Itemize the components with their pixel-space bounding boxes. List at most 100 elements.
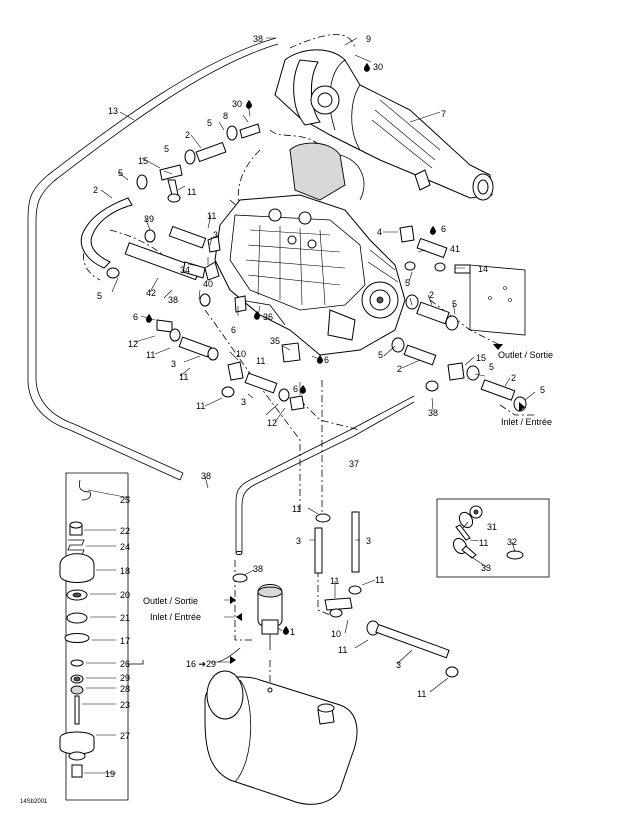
callout: 42 bbox=[146, 288, 156, 298]
drop-icons bbox=[145, 63, 436, 635]
drop-icon bbox=[282, 626, 289, 635]
callout: 11 bbox=[479, 538, 488, 548]
callout: 2 bbox=[397, 364, 402, 374]
callout: 40 bbox=[203, 279, 213, 289]
callout: 41 bbox=[450, 244, 460, 254]
callout: 17 bbox=[120, 636, 130, 646]
callout: 5 bbox=[118, 168, 123, 178]
callout: 13 bbox=[108, 106, 118, 116]
callout: 11 bbox=[146, 350, 155, 360]
callout: 39 bbox=[144, 214, 154, 224]
callout: 11 bbox=[292, 504, 301, 514]
callout: 28 bbox=[120, 684, 130, 694]
drop-icon bbox=[316, 355, 323, 364]
callout: 32 bbox=[507, 537, 517, 547]
callout: 29 bbox=[120, 673, 130, 683]
callout: 34 bbox=[180, 265, 190, 275]
callout: 5 bbox=[97, 291, 102, 301]
callout: 38 bbox=[168, 295, 178, 305]
direction-arrows bbox=[217, 344, 525, 664]
drawing-code: 14Sb2001 bbox=[20, 799, 48, 805]
callout: 10 bbox=[331, 629, 341, 639]
lower-pipes bbox=[314, 511, 459, 678]
outlet-label-left: Outlet / Sortie bbox=[143, 596, 198, 606]
exhaust-muffler-7 bbox=[274, 49, 494, 201]
callout: 15 bbox=[476, 353, 486, 363]
upper-hose-assembly bbox=[80, 123, 261, 307]
callout: 38 bbox=[253, 564, 263, 574]
callout: 11 bbox=[375, 575, 384, 585]
callout: 4 bbox=[377, 227, 382, 237]
coolant-reservoir bbox=[232, 573, 283, 650]
callout: 12 bbox=[267, 418, 277, 428]
callout: 5 bbox=[164, 144, 169, 154]
callout: 2 bbox=[429, 290, 434, 300]
callout: 11 bbox=[256, 356, 265, 366]
callout: 9 bbox=[366, 34, 371, 44]
callout: 11 bbox=[338, 645, 347, 655]
callout: 36 bbox=[263, 312, 273, 322]
callout: 3 bbox=[366, 536, 371, 546]
callout: 2 bbox=[185, 130, 190, 140]
callout: 5 bbox=[207, 118, 212, 128]
callout: 5 bbox=[405, 278, 410, 288]
callout: 7 bbox=[441, 109, 446, 119]
callout: 3 bbox=[296, 536, 301, 546]
outlet-label-right: Outlet / Sortie bbox=[498, 350, 553, 360]
callout: 5 bbox=[489, 362, 494, 372]
callout: 38 bbox=[253, 34, 263, 44]
detail-box bbox=[436, 498, 550, 578]
engine-block bbox=[214, 194, 406, 356]
callout: 2 bbox=[511, 373, 516, 383]
callout: 5 bbox=[378, 350, 383, 360]
callout: 2 bbox=[93, 185, 98, 195]
callout: 30 bbox=[373, 62, 383, 72]
callout-labels: 38 9 30 13 30 8 5 7 2 5 15 5 2 11 39 11 … bbox=[20, 34, 553, 805]
pressure-cap-kit bbox=[59, 472, 144, 801]
callout: 11 bbox=[187, 187, 196, 197]
callout: 20 bbox=[120, 590, 130, 600]
callout: 10 bbox=[236, 349, 246, 359]
callout: 8 bbox=[223, 111, 228, 121]
pipe-37 bbox=[235, 395, 415, 556]
callout: 1 bbox=[290, 627, 295, 637]
drop-icon bbox=[429, 226, 436, 235]
drop-icon bbox=[253, 311, 260, 320]
drop-icon bbox=[299, 385, 306, 394]
callout: 5 bbox=[540, 385, 545, 395]
callout: 22 bbox=[120, 526, 130, 536]
drop-icon bbox=[145, 314, 152, 323]
callout: 30 bbox=[232, 99, 242, 109]
hose-13 bbox=[27, 37, 279, 481]
leader-lines bbox=[82, 37, 536, 774]
callout: 38 bbox=[201, 471, 211, 481]
inlet-label-left: Inlet / Entrée bbox=[150, 612, 201, 622]
callout: 38 bbox=[428, 408, 438, 418]
callout: 26 bbox=[120, 659, 130, 669]
callout: 6 bbox=[324, 355, 329, 365]
callout: 21 bbox=[120, 613, 130, 623]
callout: 3 bbox=[396, 660, 401, 670]
callout: 3 bbox=[241, 397, 246, 407]
callout: 6 bbox=[293, 384, 298, 394]
lower-left-fittings bbox=[156, 295, 305, 411]
callout: 27 bbox=[120, 731, 130, 741]
callout: 5 bbox=[452, 299, 457, 309]
callout: 11 bbox=[330, 576, 339, 586]
callout: 11 bbox=[207, 211, 216, 221]
callout: 6 bbox=[441, 224, 446, 234]
kit-range-label: 16 ➔29 bbox=[186, 659, 216, 669]
callout: 33 bbox=[481, 563, 491, 573]
callout: 23 bbox=[120, 700, 130, 710]
callout: 37 bbox=[349, 459, 359, 469]
callout: 15 bbox=[138, 156, 148, 166]
callout: 6 bbox=[133, 312, 138, 322]
coolant-tank bbox=[204, 670, 358, 805]
callout: 35 bbox=[270, 336, 280, 346]
callout: 25 bbox=[120, 495, 130, 505]
inlet-label-right: Inlet / Entrée bbox=[501, 417, 552, 427]
callout: 12 bbox=[128, 339, 138, 349]
callout: 3 bbox=[171, 359, 176, 369]
callout: 11 bbox=[179, 372, 188, 382]
